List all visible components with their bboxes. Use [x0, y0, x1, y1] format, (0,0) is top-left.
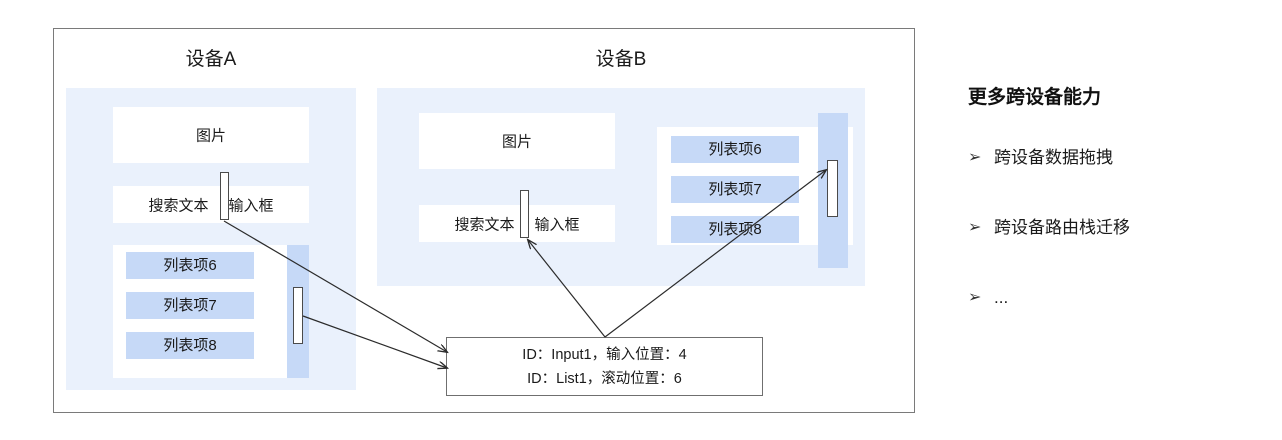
list-item[interactable]: 列表项7: [126, 292, 254, 319]
side-panel: 更多跨设备能力 ➢ 跨设备数据拖拽 ➢ 跨设备路由栈迁移 ➢ ...: [968, 82, 1258, 357]
bullet-item: ➢ 跨设备路由栈迁移: [968, 217, 1258, 239]
arrow-bullet-icon: ➢: [968, 149, 982, 166]
info-line-input: ID：Input1，输入位置：4: [522, 346, 687, 363]
device-b-title: 设备B: [595, 49, 647, 70]
device-b-image-label: 图片: [501, 133, 532, 151]
device-b-image-card: 图片: [419, 113, 615, 169]
bullet-item: ➢ ...: [968, 287, 1258, 309]
device-b-search-text: 搜索文本 输入框: [419, 213, 615, 234]
device-b-scrollbar-thumb[interactable]: [827, 160, 838, 217]
device-b-text-caret-icon: [520, 190, 529, 238]
device-a-search-right-text: 输入框: [228, 197, 274, 214]
list-item[interactable]: 列表项6: [671, 136, 799, 163]
side-panel-title: 更多跨设备能力: [968, 87, 1102, 108]
device-a-search-text: 搜索文本 输入框: [113, 194, 309, 215]
list-item[interactable]: 列表项7: [671, 176, 799, 203]
list-item[interactable]: 列表项8: [126, 332, 254, 359]
device-a-search-left-text: 搜索文本: [148, 197, 209, 214]
bullet-label: 跨设备路由栈迁移: [994, 218, 1130, 237]
list-item[interactable]: 列表项8: [671, 216, 799, 243]
list-item[interactable]: 列表项6: [126, 252, 254, 279]
device-b-search-left-text: 搜索文本: [454, 216, 515, 233]
arrow-bullet-icon: ➢: [968, 219, 982, 236]
device-a-text-caret-icon: [220, 172, 229, 220]
device-a-image-label: 图片: [195, 127, 226, 145]
device-a-search-card[interactable]: 搜索文本 输入框: [113, 186, 309, 223]
device-b-search-right-text: 输入框: [534, 216, 580, 233]
bullet-label: ...: [994, 288, 1009, 307]
arrow-bullet-icon: ➢: [968, 289, 982, 306]
bullet-label: 跨设备数据拖拽: [994, 148, 1113, 167]
info-line-list: ID：List1，滚动位置：6: [527, 370, 682, 387]
device-a-image-card: 图片: [113, 107, 309, 163]
bullet-item: ➢ 跨设备数据拖拽: [968, 147, 1258, 169]
state-info-box: ID：Input1，输入位置：4 ID：List1，滚动位置：6: [446, 337, 763, 396]
device-a-scrollbar-thumb[interactable]: [293, 287, 303, 344]
device-b-search-card[interactable]: 搜索文本 输入框: [419, 205, 615, 242]
device-a-title: 设备A: [185, 49, 237, 70]
